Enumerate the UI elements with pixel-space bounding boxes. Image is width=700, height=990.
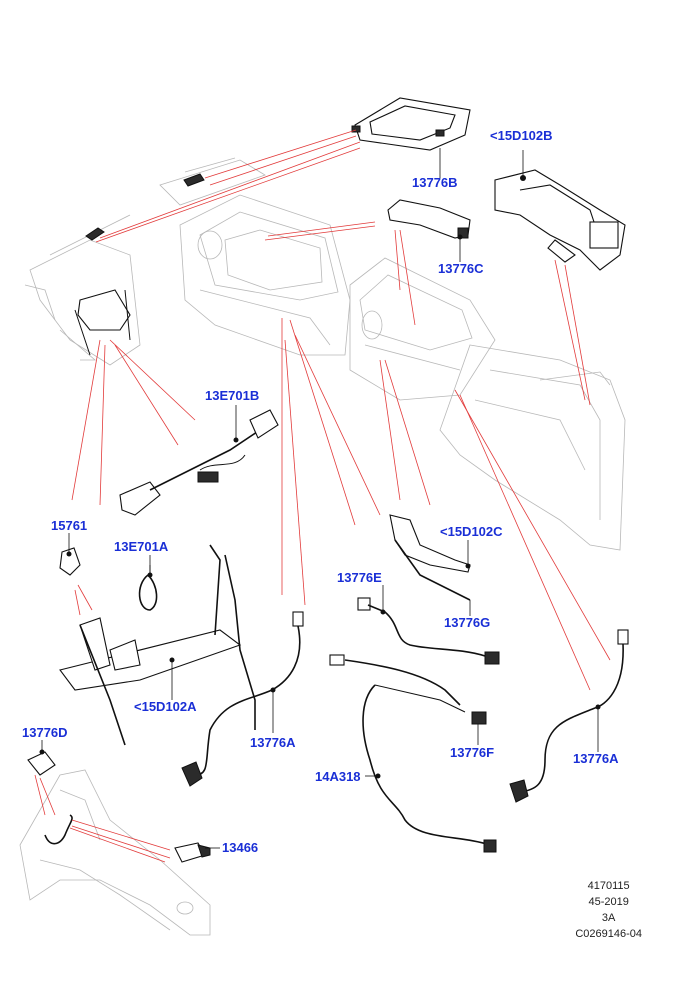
part-13776D	[27, 749, 56, 776]
label-13466: 13466	[222, 840, 258, 855]
label-13776A-left: 13776A	[250, 735, 296, 750]
label-13776C: 13776C	[438, 261, 484, 276]
label-15D102C: <15D102C	[440, 524, 503, 539]
info-line-4: C0269146-04	[575, 928, 642, 940]
info-line-1: 4170115	[587, 880, 630, 892]
label-15D102A: <15D102A	[134, 699, 197, 714]
info-line-2: 45-2019	[588, 896, 629, 908]
label-13E701A: 13E701A	[114, 539, 169, 554]
label-13776F: 13776F	[450, 745, 494, 760]
part-13776E-harness	[357, 597, 500, 665]
part-15D102B	[494, 169, 626, 271]
part-13776B	[351, 97, 471, 151]
red-leader-lines	[34, 129, 611, 863]
part-13E701B	[119, 409, 279, 516]
part-13776A-right	[509, 629, 629, 803]
parts	[27, 97, 629, 863]
part-pillar-bracket	[74, 289, 131, 356]
part-13776C	[387, 199, 471, 240]
diagram-info-block: 4170115 45-2019 3A C0269146-04	[575, 878, 642, 942]
part-13466	[174, 842, 211, 863]
label-13776G: 13776G	[444, 615, 490, 630]
part-13776A-left	[181, 611, 304, 787]
label-15761: 15761	[51, 518, 87, 533]
label-13E701B: 13E701B	[205, 388, 259, 403]
label-13776E: 13776E	[337, 570, 382, 585]
part-14A318-harness	[329, 654, 497, 853]
part-15D102A	[59, 544, 256, 746]
part-15D102C	[389, 514, 471, 601]
part-13E701A	[138, 565, 158, 611]
part-pillar-lamp	[85, 227, 105, 241]
part-15761	[59, 547, 81, 576]
callout-leaders	[41, 148, 599, 849]
label-15D102B: <15D102B	[490, 128, 553, 143]
callout-labels: 13776B <15D102B 13776C 13E701B 15761 13E…	[22, 128, 619, 855]
label-14A318: 14A318	[315, 769, 361, 784]
info-line-3: 3A	[601, 912, 616, 924]
label-13776D: 13776D	[22, 725, 68, 740]
vehicle-context	[19, 157, 626, 936]
label-13776B: 13776B	[412, 175, 458, 190]
part-footwell-harness	[44, 814, 73, 845]
label-13776A-right: 13776A	[573, 751, 619, 766]
part-trim-lamp	[183, 173, 205, 187]
